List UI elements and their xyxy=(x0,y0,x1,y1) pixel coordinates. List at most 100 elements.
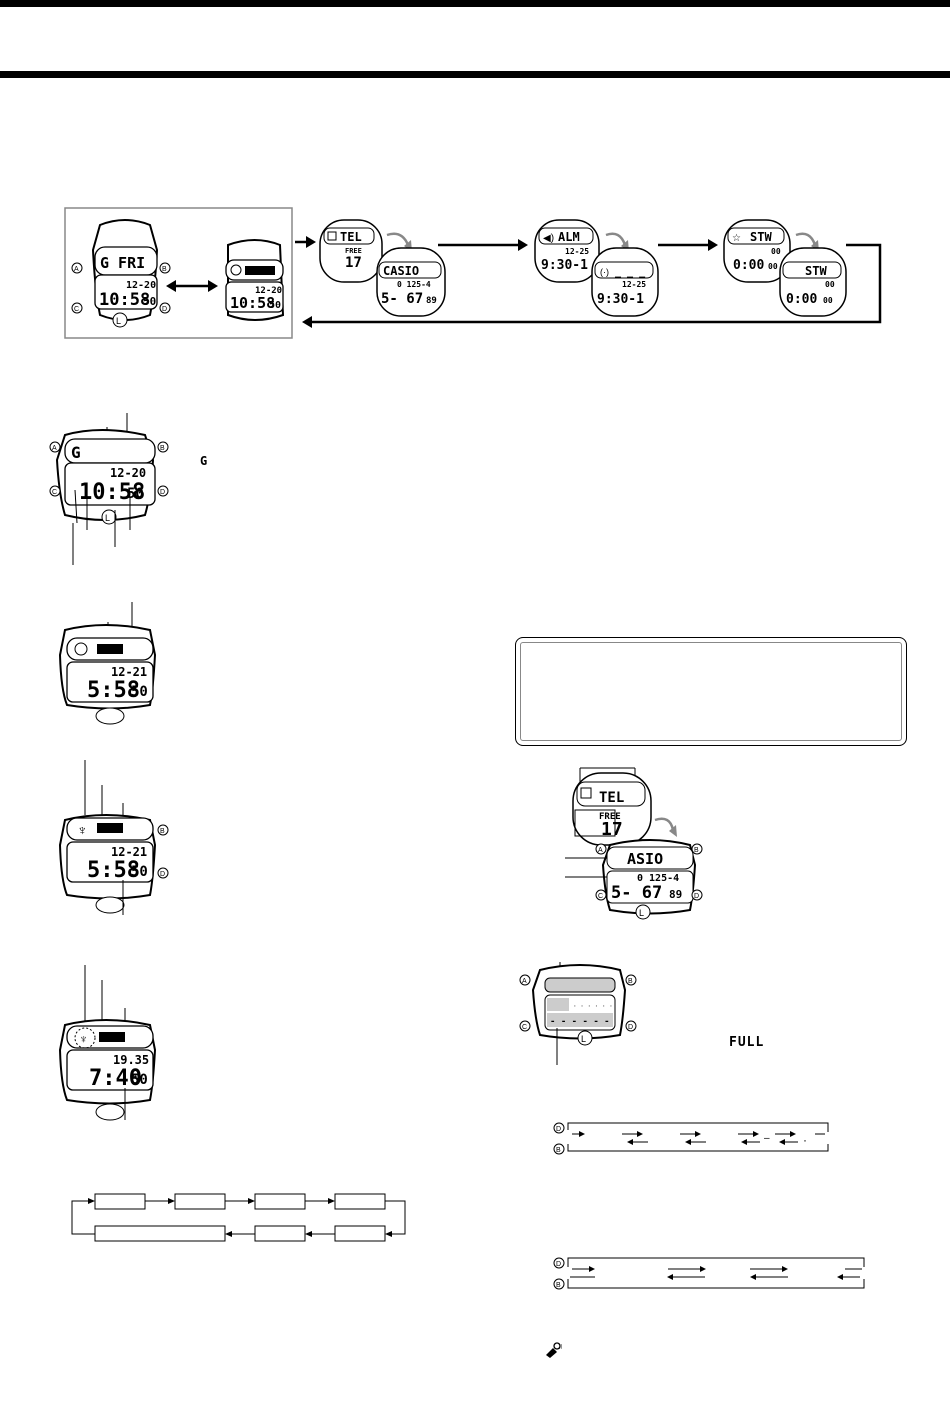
flow-button-d: D xyxy=(162,306,167,313)
flow-tk-time: 10:58 xyxy=(99,290,150,310)
svg-text:L: L xyxy=(581,1034,586,1044)
note-box xyxy=(515,637,907,746)
flow-alm-time: 9:30-1 xyxy=(541,258,588,273)
svg-text:A: A xyxy=(52,445,57,452)
top-rule xyxy=(0,0,950,7)
watch2-sec: 50 xyxy=(131,684,148,700)
svg-text:♆: ♆ xyxy=(77,822,88,838)
flow-stw-small-top: 00 xyxy=(771,247,781,256)
flow-tel-number: 5- 67 xyxy=(381,291,423,307)
flow-alm-date: 12-25 xyxy=(565,247,589,256)
flow-tk-top: G FRI xyxy=(100,254,145,272)
tel-detail-name: ASIO xyxy=(627,850,663,868)
watch4-sec: 50 xyxy=(131,1072,148,1088)
seq2-button-b: B xyxy=(556,1282,561,1289)
svg-text:)): )) xyxy=(559,1344,563,1350)
svg-text:· · · · · ·: · · · · · · xyxy=(573,1003,613,1010)
svg-text:B: B xyxy=(694,847,699,854)
world-time-icon xyxy=(230,264,242,276)
svg-text:00: 00 xyxy=(825,280,835,289)
svg-text:D: D xyxy=(160,489,165,496)
watch-world-time-dst: ♆ 19.35 7:40 50 xyxy=(58,965,157,1121)
tel-detail-digits: 0 125-4 xyxy=(637,873,679,884)
mode-flow-diagram: G FRI 12-20 10:58 50 L A B C D 12-20 10:… xyxy=(64,207,882,339)
watch3-date: 12-21 xyxy=(111,845,147,859)
svg-text:B: B xyxy=(160,445,165,452)
watch-telephone-detail: TEL FREE 17 ASIO 0 125-4 5- 67 89 L A B … xyxy=(565,767,703,920)
svg-text:B: B xyxy=(628,978,633,985)
flow-tel-count: 17 xyxy=(345,255,362,271)
tel-detail-number: 5- 67 xyxy=(611,883,662,903)
flow-wt-date: 12-20 xyxy=(255,286,282,296)
svg-text:(·): (·) xyxy=(600,267,609,277)
seq2-button-d: D xyxy=(556,1261,561,1268)
flow-wt-time: 10:58 xyxy=(230,294,275,312)
flow-button-c: C xyxy=(74,306,79,313)
flow-button-b: B xyxy=(162,266,167,273)
world-time-icon-2 xyxy=(74,642,88,656)
flow-stw-time: 0:00 xyxy=(733,258,764,273)
flow-alm-date-2: 12-25 xyxy=(622,280,646,289)
svg-text:00: 00 xyxy=(823,296,833,305)
g-symbol: G xyxy=(200,454,208,468)
flow-button-a: A xyxy=(74,266,79,273)
watch-timekeeping-detail: G 12-20 10:58 50 L A B C D xyxy=(49,413,169,565)
svg-text:C: C xyxy=(52,489,57,496)
svg-text:A: A xyxy=(522,978,527,985)
tel-detail-label: TEL xyxy=(599,790,624,806)
flow-wt-sec: 50 xyxy=(269,300,281,311)
svg-text:- - - - - -: - - - - - - xyxy=(550,1017,610,1027)
watch-world-time-detail: 12-21 5:58 50 xyxy=(58,602,157,725)
key-icon: )) xyxy=(546,1342,563,1358)
flow-watch-tel: TEL FREE 17 xyxy=(319,219,383,283)
seq1-dash: – xyxy=(764,1133,770,1144)
character-sequence-2: D B xyxy=(553,1257,865,1290)
svg-text:0:00: 0:00 xyxy=(786,292,817,307)
telephone-memory-icon xyxy=(327,231,337,241)
full-label: FULL xyxy=(729,1035,765,1050)
flow-tel-label: TEL xyxy=(340,230,362,244)
watch1-time: 10:58 xyxy=(79,480,145,505)
double-arrow xyxy=(166,280,218,292)
flow-watch-tel-entry: CASIO 0 125-4 5- 67 89 xyxy=(376,247,446,317)
svg-text:B: B xyxy=(160,828,165,835)
flow-tk-sec: 50 xyxy=(143,295,156,308)
watch-telephone-input: · · · · · · - - - - - - L A B C D xyxy=(519,962,637,1065)
watch1-sec: 50 xyxy=(127,486,144,502)
seq1-dot: · xyxy=(803,1133,807,1147)
flow-tel-digits: 0 125-4 xyxy=(397,280,431,289)
stopwatch-icon: ☆ xyxy=(732,233,741,244)
watch2-date: 12-21 xyxy=(111,665,147,679)
svg-text:L: L xyxy=(105,513,110,523)
return-arrow xyxy=(312,243,882,324)
flow-stw-small: 00 xyxy=(768,262,778,271)
flow-alm-label: ALM xyxy=(558,230,580,244)
watch4-date: 19.35 xyxy=(113,1053,149,1067)
seq1-button-d: D xyxy=(556,1126,561,1133)
watch-world-time-select: ♆ 12-21 5:58 50 B D xyxy=(58,760,169,915)
telephone-memory-icon-2 xyxy=(580,787,592,799)
watch1-date: 12-20 xyxy=(110,466,146,480)
header-rule xyxy=(0,71,950,78)
watch4-time: 7:40 xyxy=(89,1066,142,1091)
svg-text:♆: ♆ xyxy=(79,1032,88,1046)
svg-text:D: D xyxy=(628,1024,633,1031)
flow-tk-date: 12-20 xyxy=(126,280,156,291)
svg-text:D: D xyxy=(694,893,699,900)
svg-text:A: A xyxy=(598,847,603,854)
setting-sequence-boxes xyxy=(71,1193,406,1242)
tel-detail-free: FREE xyxy=(599,812,621,822)
svg-text:L: L xyxy=(639,908,644,918)
seq1-button-b: B xyxy=(556,1147,561,1154)
svg-text:C: C xyxy=(598,893,603,900)
character-sequence-1: D B – · xyxy=(553,1122,829,1155)
flow-tel-number-small: 89 xyxy=(426,296,437,306)
flow-watch-stopwatch-2: STW 00 0:00 00 xyxy=(779,247,847,317)
flow-watch-world-time: 12-20 10:58 50 xyxy=(225,239,285,321)
flow-watch-timekeeping: G FRI 12-20 10:58 50 L A B C D xyxy=(71,219,171,328)
flow-stw-label: STW xyxy=(750,230,772,244)
svg-text:_ _ _: _ _ _ xyxy=(615,267,646,278)
watch3-time: 5:58 xyxy=(87,858,140,883)
flow-tel-name: CASIO xyxy=(383,264,419,278)
flow-alm-time-2: 9:30-1 xyxy=(597,292,644,307)
